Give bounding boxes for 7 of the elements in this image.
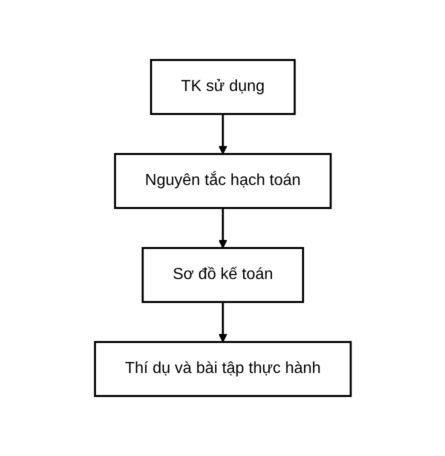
- node-box: Sơ đồ kế toán: [141, 247, 304, 303]
- arrow: [218, 114, 227, 154]
- node-box: TK sử dụng: [150, 59, 296, 115]
- arrow: [218, 208, 227, 248]
- node-box: Nguyên tắc hạch toán: [114, 153, 332, 209]
- arrow: [218, 302, 227, 342]
- node-box: Thí dụ và bài tập thực hành: [94, 341, 352, 397]
